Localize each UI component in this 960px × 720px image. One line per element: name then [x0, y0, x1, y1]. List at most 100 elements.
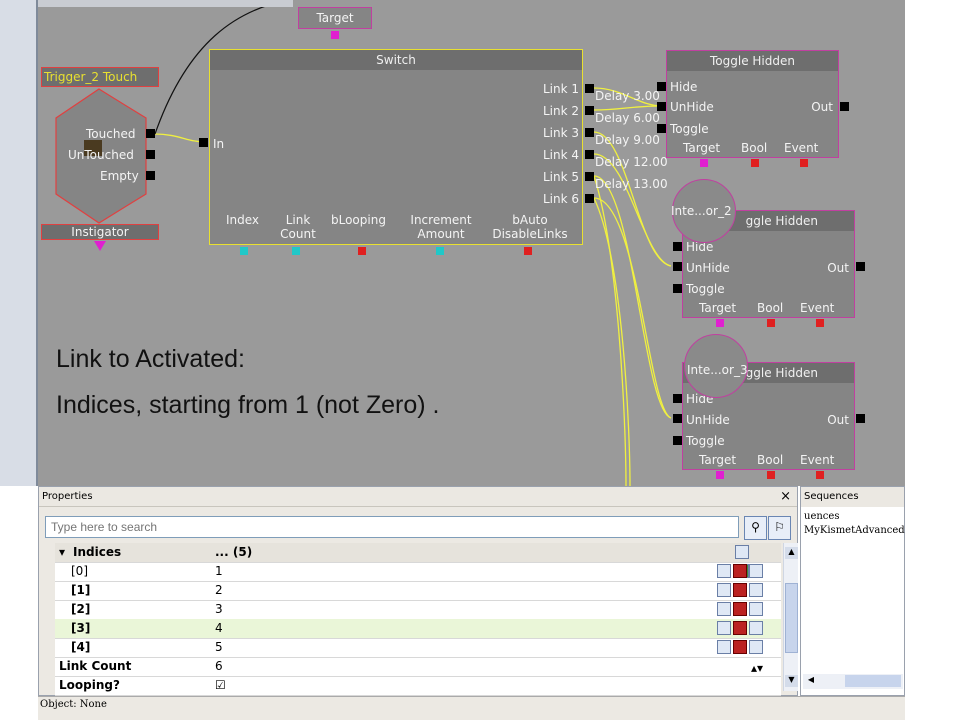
property-value[interactable]: 2: [215, 583, 223, 597]
toggle-3-port-toggle[interactable]: [673, 436, 682, 445]
property-row-index-4[interactable]: [4] 5: [55, 638, 781, 658]
toggle-3-port-out[interactable]: [856, 414, 865, 423]
element-buttons[interactable]: [717, 621, 765, 635]
delete-icon[interactable]: [733, 621, 747, 635]
switch-var-port-index[interactable]: [240, 247, 248, 255]
delete-icon[interactable]: [733, 640, 747, 654]
property-row-index-0[interactable]: [0] 1: [55, 562, 781, 582]
toggle-2-var-port-event[interactable]: [816, 319, 824, 327]
toggle-3-var-port-bool[interactable]: [767, 471, 775, 479]
toggle-1-var-port-event[interactable]: [800, 159, 808, 167]
delete-icon[interactable]: [733, 564, 747, 578]
duplicate-icon[interactable]: [749, 640, 763, 654]
properties-scrollbar[interactable]: ▲ ▼: [783, 543, 798, 691]
element-buttons[interactable]: [717, 564, 765, 578]
sequences-hscroll[interactable]: ◀: [803, 674, 903, 689]
scroll-left-icon[interactable]: ◀: [807, 675, 815, 684]
property-row-index-3[interactable]: [3] 4: [55, 619, 781, 639]
insert-icon[interactable]: [717, 564, 731, 578]
property-row-link-count[interactable]: Link Count 6 ▴▾: [55, 657, 781, 677]
kismet-canvas[interactable]: Target Trigger_2 Touch Touched UnTouched…: [38, 0, 905, 486]
target-node-port[interactable]: [331, 31, 339, 39]
toggle-2-port-toggle[interactable]: [673, 284, 682, 293]
property-value[interactable]: 3: [215, 602, 223, 616]
switch-port-in[interactable]: [199, 138, 208, 147]
property-row-looping[interactable]: Looping? ☑: [55, 676, 781, 696]
element-buttons[interactable]: [717, 583, 765, 597]
element-buttons[interactable]: [717, 602, 765, 616]
scroll-down-icon[interactable]: ▼: [785, 675, 798, 687]
trigger-hexagon[interactable]: [54, 88, 148, 224]
property-row-indices[interactable]: ▾ Indices ... (5): [55, 543, 781, 578]
toggle-3-var-port-target[interactable]: [716, 471, 724, 479]
property-value[interactable]: 1: [215, 564, 223, 578]
toggle-1-out: Out: [811, 100, 833, 114]
target-node[interactable]: Target: [298, 7, 372, 29]
property-row-index-1[interactable]: [1] 2: [55, 581, 781, 601]
toggle-1-port-unhide[interactable]: [657, 102, 666, 111]
toggle-1-port-hide[interactable]: [657, 82, 666, 91]
toggle-1-var-port-bool[interactable]: [751, 159, 759, 167]
scroll-up-icon[interactable]: ▲: [785, 547, 798, 559]
insert-icon[interactable]: [717, 602, 731, 616]
property-value[interactable]: 5: [215, 640, 223, 654]
looping-checkbox[interactable]: ☑: [215, 678, 226, 692]
switch-port-link-6[interactable]: [585, 194, 594, 203]
delete-icon[interactable]: [733, 602, 747, 616]
trigger-port-empty[interactable]: [146, 171, 155, 180]
switch-var-port-increment[interactable]: [436, 247, 444, 255]
sequence-item[interactable]: uences: [804, 511, 840, 522]
property-value[interactable]: 6: [215, 659, 223, 673]
switch-var-port-bauto[interactable]: [524, 247, 532, 255]
switch-var-port-linkcount[interactable]: [292, 247, 300, 255]
close-icon[interactable]: ×: [780, 489, 791, 504]
insert-icon[interactable]: [717, 640, 731, 654]
switch-port-link-2[interactable]: [585, 106, 594, 115]
switch-port-link-3[interactable]: [585, 128, 594, 137]
switch-port-link-1[interactable]: [585, 84, 594, 93]
toggle-2-var-port-target[interactable]: [716, 319, 724, 327]
scroll-thumb[interactable]: [785, 583, 798, 653]
object-var-3[interactable]: Inte...or_3: [684, 334, 748, 398]
array-buttons[interactable]: [735, 545, 765, 578]
trigger-title-bar[interactable]: Trigger_2 Touch: [41, 67, 159, 87]
hscroll-thumb[interactable]: [845, 675, 901, 687]
object-var-2[interactable]: Inte...or_2: [671, 179, 736, 243]
toggle-2-port-hide[interactable]: [673, 242, 682, 251]
element-buttons[interactable]: [717, 640, 765, 654]
switch-port-link-4[interactable]: [585, 150, 594, 159]
property-row-index-2[interactable]: [2] 3: [55, 600, 781, 620]
duplicate-icon[interactable]: [749, 564, 763, 578]
search-icon[interactable]: ⚲: [744, 516, 767, 540]
toggle-hidden-node-1[interactable]: Toggle Hidden Hide UnHide Toggle Out Tar…: [666, 50, 839, 158]
trigger-port-touched[interactable]: [146, 129, 155, 138]
trigger-title: Trigger_2 Touch: [44, 70, 138, 84]
toggle-2-port-unhide[interactable]: [673, 262, 682, 271]
switch-var-port-blooping[interactable]: [358, 247, 366, 255]
clear-search-icon[interactable]: ⚐: [768, 516, 791, 540]
toggle-2-var-port-bool[interactable]: [767, 319, 775, 327]
toggle-3-port-hide[interactable]: [673, 394, 682, 403]
toggle-1-port-toggle[interactable]: [657, 124, 666, 133]
toggle-3-var-port-event[interactable]: [816, 471, 824, 479]
insert-icon[interactable]: [717, 621, 731, 635]
switch-node[interactable]: Switch In Link 1 Link 2 Link 3 Link 4 Li…: [209, 49, 583, 245]
toggle-1-var-port-target[interactable]: [700, 159, 708, 167]
sequence-item[interactable]: MyKismetAdvancedI: [804, 525, 909, 536]
duplicate-icon[interactable]: [749, 583, 763, 597]
toggle-3-port-unhide[interactable]: [673, 414, 682, 423]
trigger-instigator-bar[interactable]: Instigator: [41, 224, 159, 240]
search-input[interactable]: [45, 516, 739, 538]
duplicate-icon[interactable]: [749, 602, 763, 616]
toggle-1-port-out[interactable]: [840, 102, 849, 111]
toggle-2-port-out[interactable]: [856, 262, 865, 271]
empty-array-icon[interactable]: [735, 545, 749, 559]
property-value[interactable]: 4: [215, 621, 223, 635]
properties-title: Properties: [42, 491, 93, 502]
spinner-icon[interactable]: ▴▾: [751, 661, 764, 675]
switch-port-link-5[interactable]: [585, 172, 594, 181]
trigger-port-untouched[interactable]: [146, 150, 155, 159]
insert-icon[interactable]: [717, 583, 731, 597]
duplicate-icon[interactable]: [749, 621, 763, 635]
delete-icon[interactable]: [733, 583, 747, 597]
